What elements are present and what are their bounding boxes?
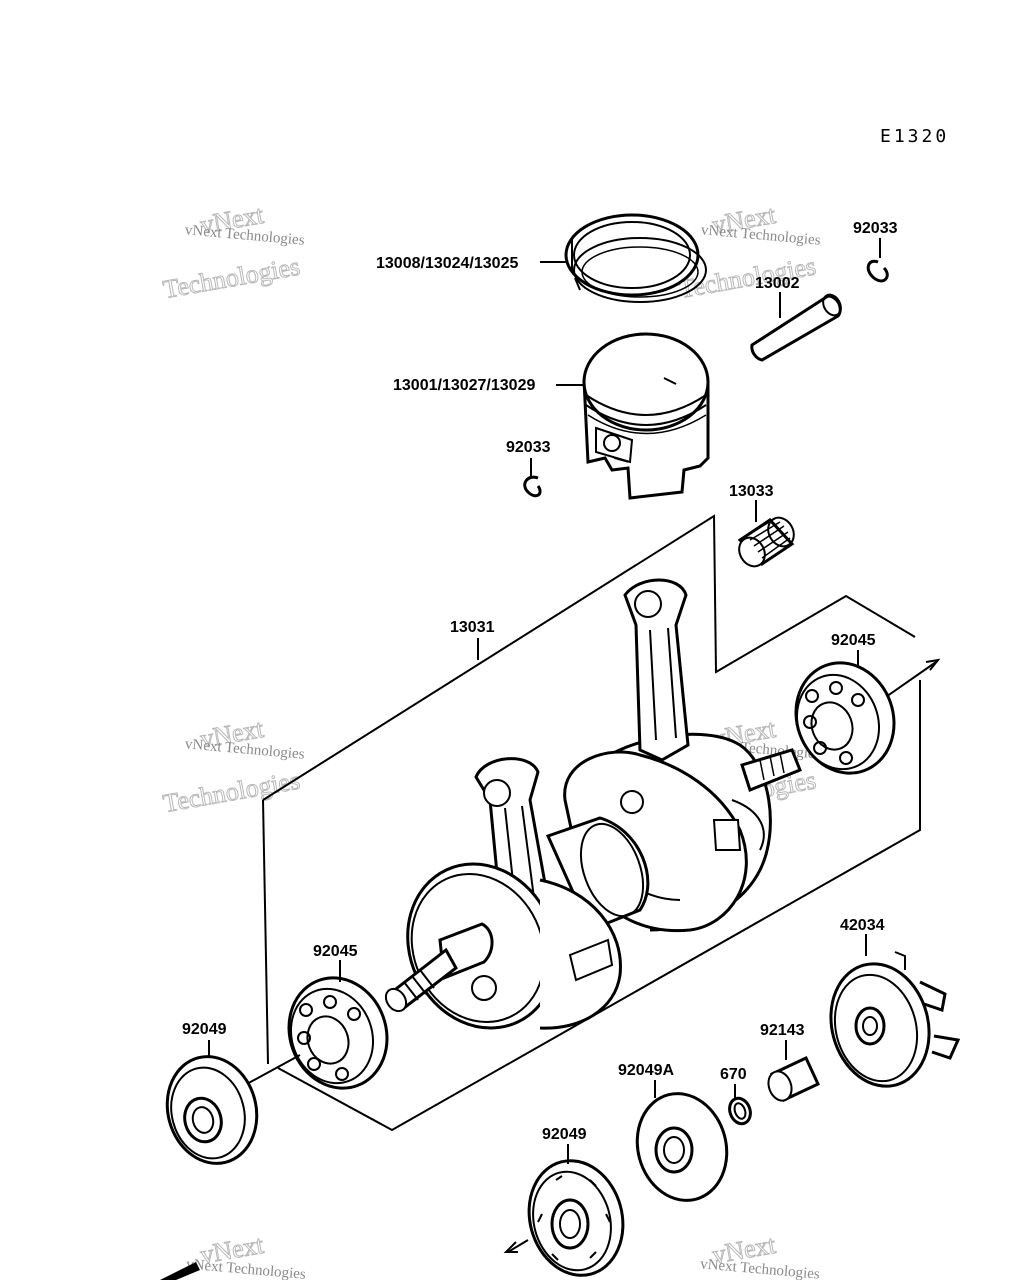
label-o-ring: 670 [720,1066,747,1083]
impeller [829,951,961,1088]
axis-line-bottom [507,1239,529,1253]
circlip-left [523,475,542,498]
piston-pin [750,293,842,362]
watermark-top-left: vNext Technologies vNext Technologies [160,199,305,305]
arrow-right-head [925,658,941,671]
label-ball-bearing-right: 92045 [831,632,876,649]
watermark-middle-left: vNext Technologies vNext Technologies [160,713,305,819]
oil-seal-left [165,1055,259,1165]
assembly-outline-left [262,799,269,1065]
assembly-outline-top [262,514,916,801]
arrow-bottom-head [503,1241,518,1253]
label-circlip-left: 92033 [506,439,551,456]
label-impeller: 42034 [840,917,885,934]
circlip-right [866,259,889,283]
axis-line-left [244,1054,301,1086]
label-circlip-right: 92033 [853,220,898,237]
corner-fragment [160,1262,200,1280]
label-ball-bearing-left: 92045 [313,943,358,960]
assembly-outline-bottom [277,680,921,1132]
label-piston-pin: 13002 [755,275,800,292]
needle-bearing [737,516,795,568]
ball-bearing-left [287,976,389,1090]
label-piston-rings: 13008/13024/13025 [376,255,518,272]
watermark-bottom-right: vNext vNext Technologies [700,1229,821,1280]
label-crankshaft: 13031 [450,619,495,636]
collar [767,1055,820,1103]
label-piston: 13001/13027/13029 [393,377,535,394]
crankshaft-assembly [384,578,802,1030]
watermark-outline-2: Technologies [161,252,302,305]
ball-bearing-right [794,661,896,775]
label-needle-bearing: 13033 [729,483,774,500]
watermark-bottom-left: vNext vNext Technologies [186,1229,307,1280]
label-collar: 92143 [760,1022,805,1039]
washer [635,1092,729,1202]
label-oil-seal-left: 92049 [182,1021,227,1038]
diagram-code: E1320 [880,126,949,147]
oil-seal-bottom [527,1159,625,1277]
piston-rings [564,213,707,303]
o-ring [728,1096,752,1126]
label-oil-seal-bottom: 92049 [542,1126,587,1143]
piston [582,332,710,500]
label-washer: 92049A [618,1062,674,1079]
watermark-outline-2: Technologies [161,766,302,819]
